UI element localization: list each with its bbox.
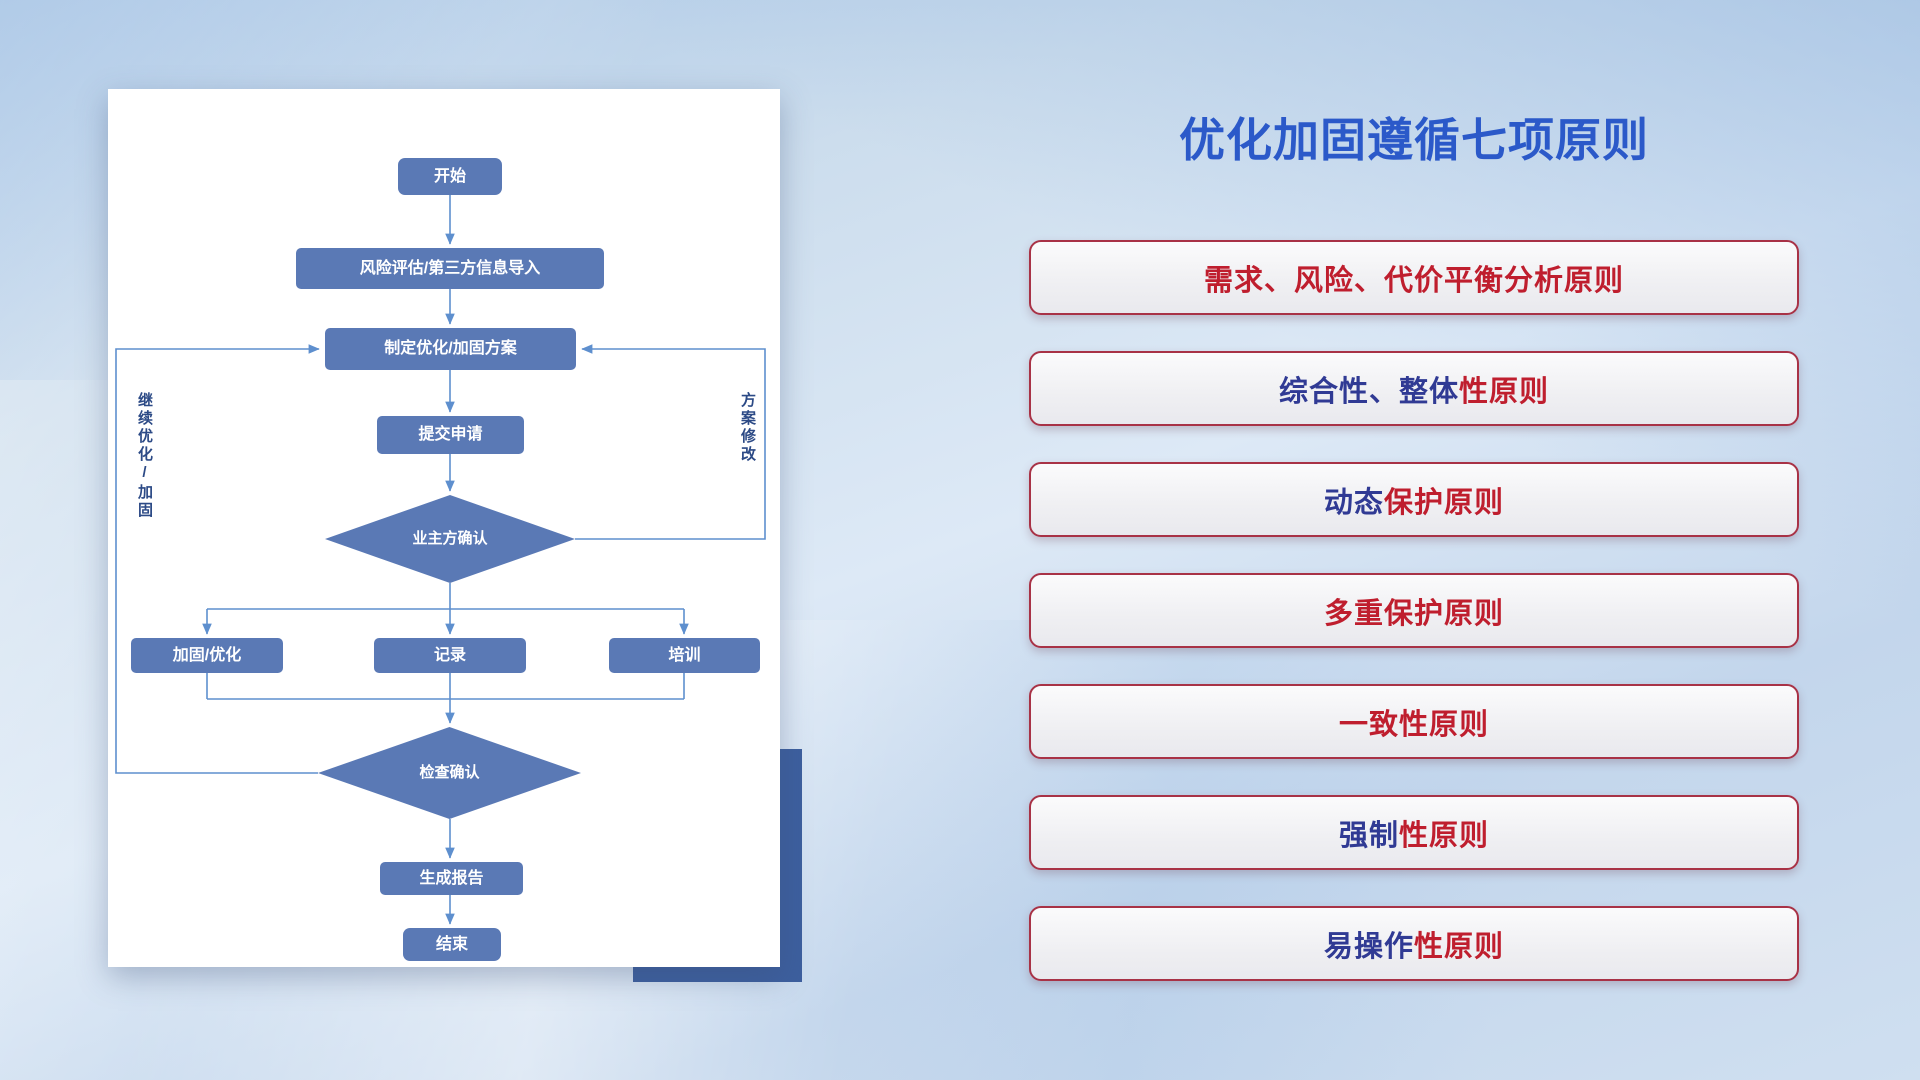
- principle-text-segment: 性原则: [1459, 375, 1550, 408]
- flow-node-start: 开始: [398, 158, 502, 195]
- flow-node-submit: 提交申请: [377, 416, 524, 454]
- principles-list: 需求、风险、代价平衡分析原则综合性、整体性原则动态保护原则多重保护原则一致性原则…: [1029, 240, 1799, 1017]
- principle-text-segment: 一致性原则: [1338, 708, 1489, 741]
- principle-box-3: 动态保护原则: [1029, 462, 1799, 537]
- principle-text-segment: 易操作: [1323, 930, 1414, 963]
- principle-text-segment: 综合性、整体: [1278, 375, 1459, 408]
- flow-node-end: 结束: [403, 928, 501, 961]
- flowchart-card: 开始 风险评估/第三方信息导入 制定优化/加固方案 提交申请 业主方确认 加固/…: [108, 89, 780, 967]
- flow-node-make-plan: 制定优化/加固方案: [325, 328, 576, 370]
- principle-box-6: 强制性原则: [1029, 795, 1799, 870]
- flow-node-report: 生成报告: [380, 862, 523, 895]
- page-title: 优化加固遵循七项原则: [1179, 114, 1649, 166]
- flow-node-harden-optimize: 加固/优化: [131, 638, 283, 673]
- principle-text-segment: 保护原则: [1384, 486, 1505, 519]
- principle-text-segment: 需求、风险、代价平衡分析原则: [1203, 264, 1624, 297]
- principle-text-segment: 性原则: [1414, 930, 1505, 963]
- flow-node-risk-import: 风险评估/第三方信息导入: [296, 248, 604, 289]
- principle-text-segment: 动态: [1323, 486, 1384, 519]
- loop-label-plan-modify: 方案修改: [739, 392, 756, 464]
- flowchart-connectors: [115, 195, 766, 925]
- principle-box-2: 综合性、整体性原则: [1029, 351, 1799, 426]
- flow-node-record: 记录: [374, 638, 526, 673]
- principle-box-4: 多重保护原则: [1029, 573, 1799, 648]
- principle-text-segment: 强制: [1338, 819, 1399, 852]
- principle-text-segment: 多重保护原则: [1323, 597, 1504, 630]
- principle-box-7: 易操作性原则: [1029, 906, 1799, 981]
- loop-label-continue-optimize: 继续优化/加固: [136, 392, 153, 520]
- flow-node-training: 培训: [609, 638, 760, 673]
- principle-box-1: 需求、风险、代价平衡分析原则: [1029, 240, 1799, 315]
- principle-text-segment: 性原则: [1399, 819, 1490, 852]
- principle-box-5: 一致性原则: [1029, 684, 1799, 759]
